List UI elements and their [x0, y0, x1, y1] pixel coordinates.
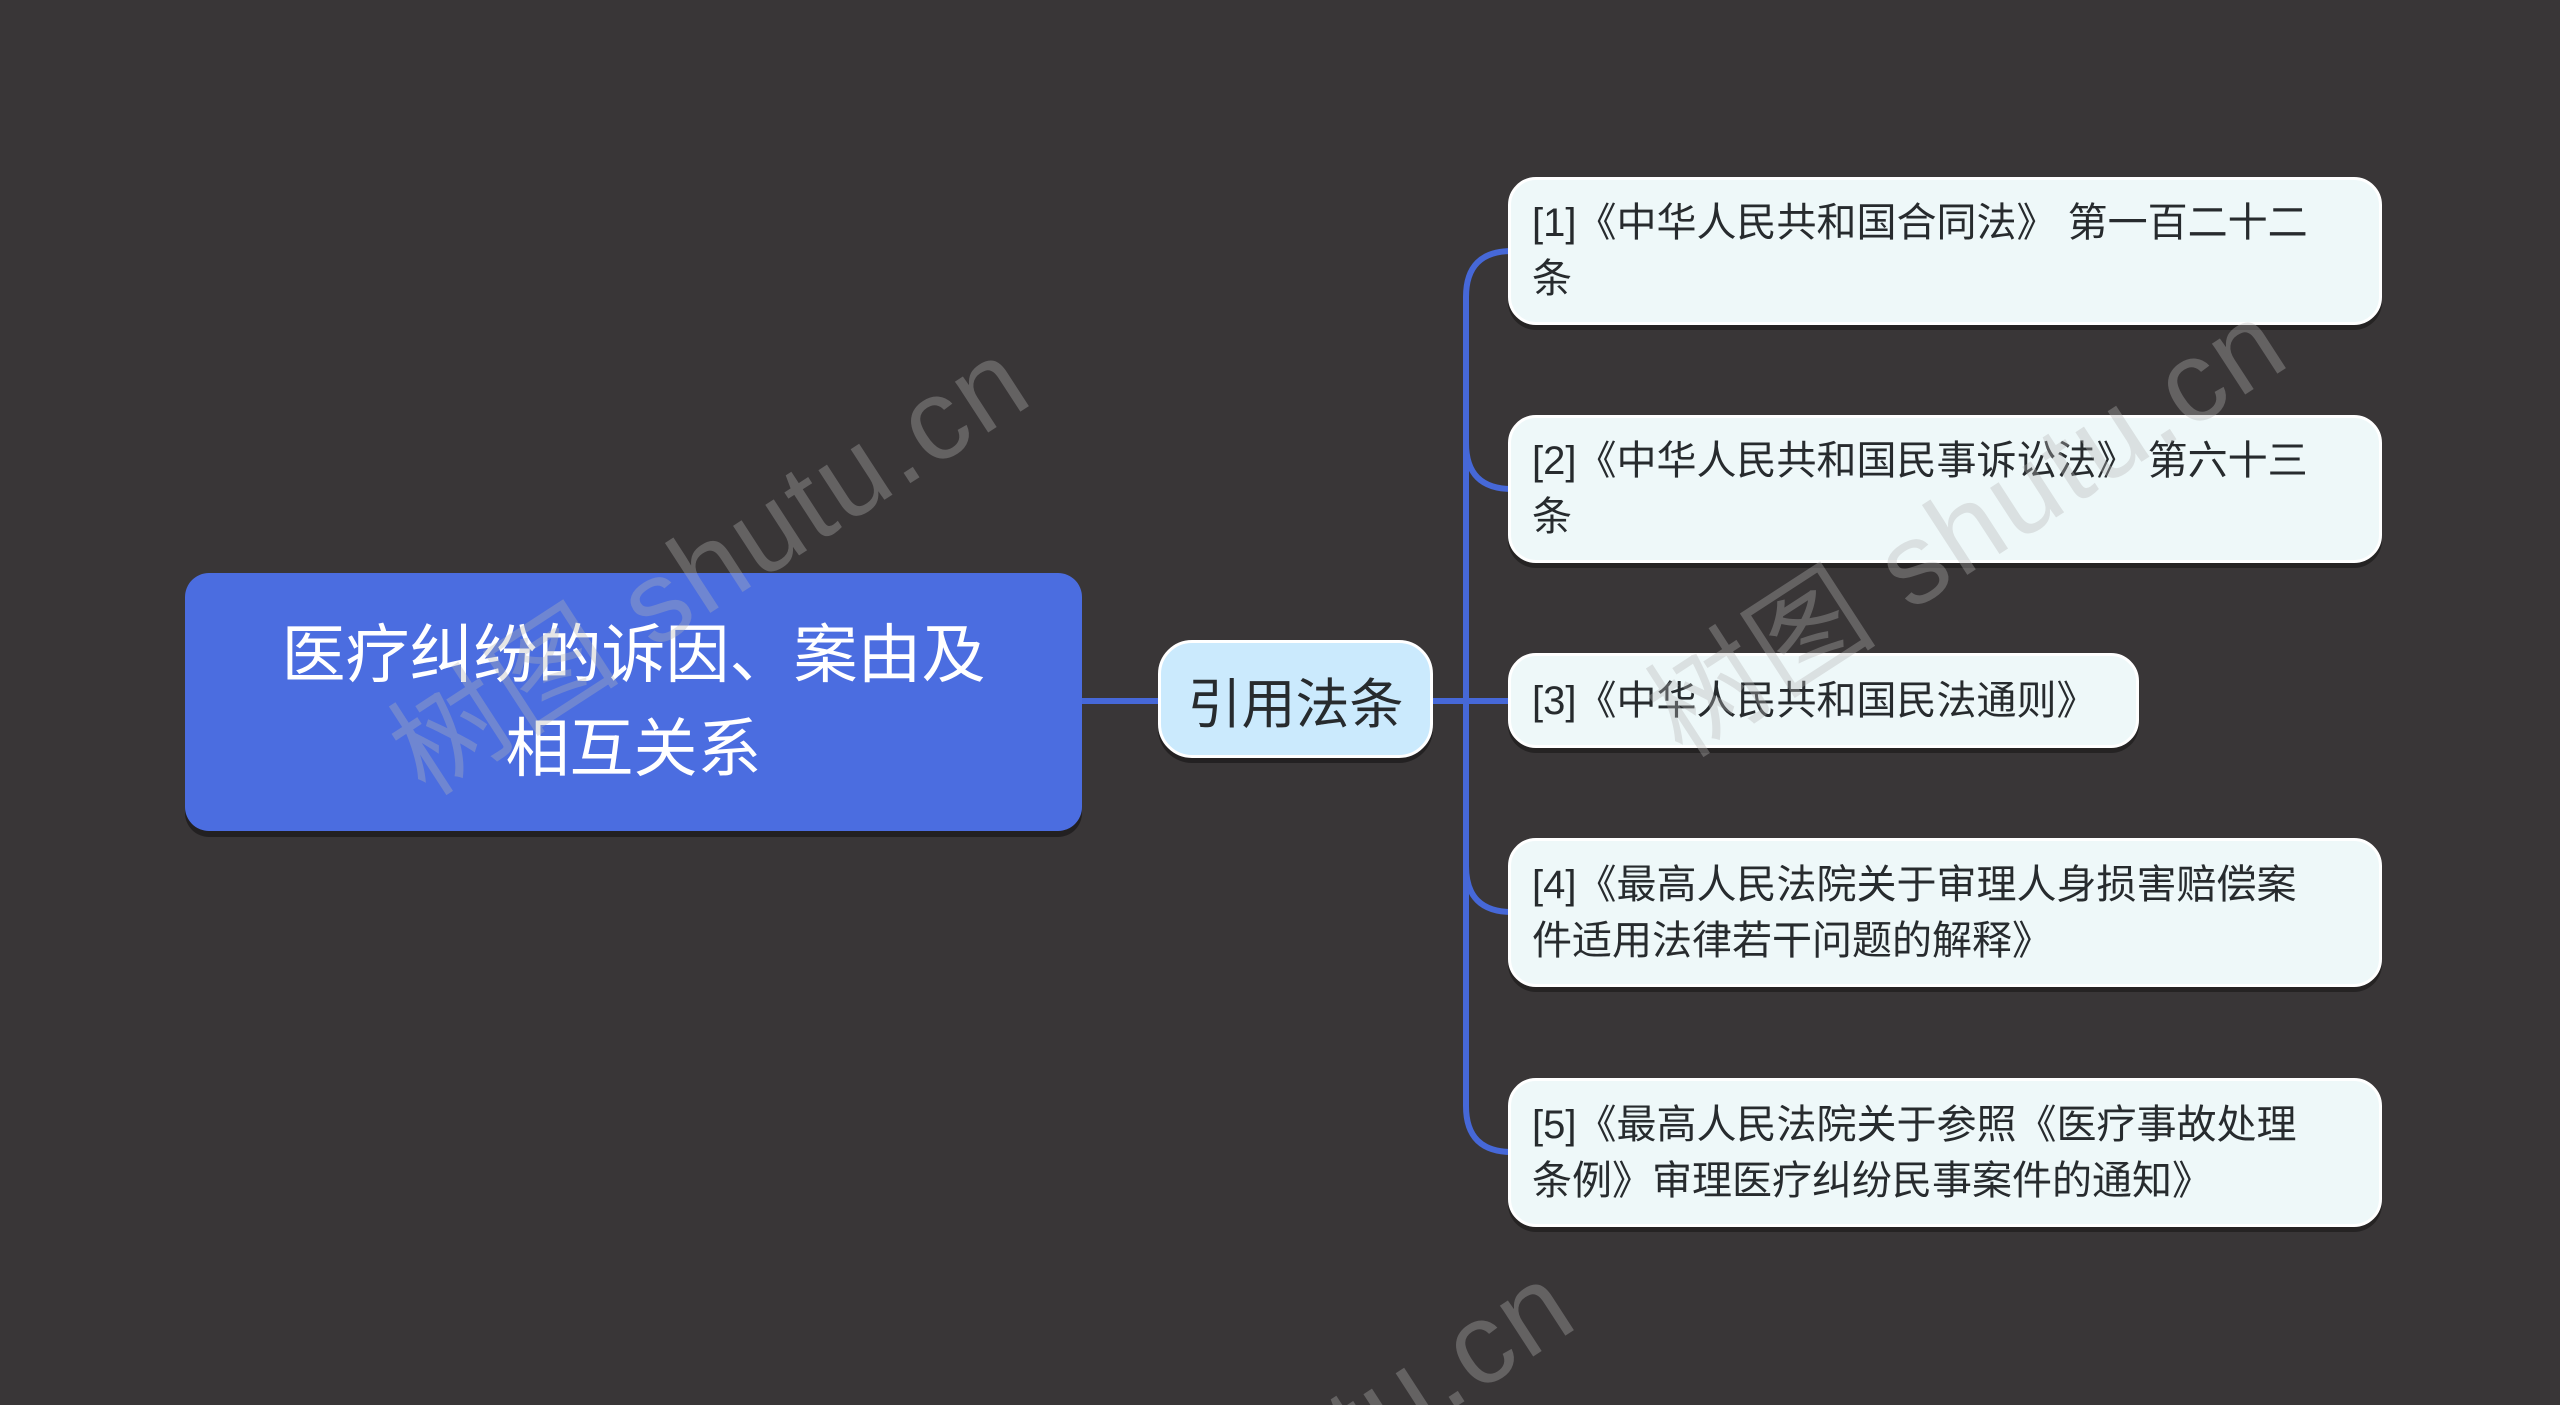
leaf-node-4-line-1: [4]《最高人民法院关于审理人身损害赔偿案: [1532, 862, 2297, 907]
leaf-node-3-line-1: [3]《中华人民共和国民法通则》: [1532, 678, 2097, 723]
leaf-node-2[interactable]: [2]《中华人民共和国民事诉讼法》 第六十三 条: [1508, 415, 2382, 563]
root-node[interactable]: 医疗纠纷的诉因、案由及 相互关系: [185, 573, 1082, 831]
leaf-node-1[interactable]: [1]《中华人民共和国合同法》 第一百二十二 条: [1508, 177, 2382, 325]
leaf-node-2-line-2: 条: [1532, 495, 1572, 539]
branch-node-label: 引用法条: [1187, 674, 1404, 735]
connector-trunk: [1463, 248, 1515, 1155]
leaf-node-3[interactable]: [3]《中华人民共和国民法通则》: [1508, 653, 2139, 748]
root-node-label-line-1: 医疗纠纷的诉因、案由及: [281, 619, 986, 691]
leaf-node-4-line-2: 件适用法律若干问题的解释》: [1532, 918, 2052, 963]
branch-node-cited-laws[interactable]: 引用法条: [1158, 640, 1433, 758]
leaf-node-2-line-1: [2]《中华人民共和国民事诉讼法》 第六十三: [1532, 439, 2308, 483]
leaf-node-1-line-1: [1]《中华人民共和国合同法》 第一百二十二: [1532, 201, 2308, 245]
root-node-label-line-2: 相互关系: [505, 713, 762, 785]
connector-stub-leaf-2: [1463, 440, 1515, 492]
leaf-node-1-line-2: 条: [1532, 257, 1572, 301]
connector-stub-leaf-4: [1463, 863, 1515, 915]
leaf-node-4[interactable]: [4]《最高人民法院关于审理人身损害赔偿案 件适用法律若干问题的解释》: [1508, 838, 2382, 987]
leaf-node-5-line-2: 条例》审理医疗纠纷民事案件的通知》: [1532, 1158, 2212, 1203]
leaf-node-5-line-1: [5]《最高人民法院关于参照《医疗事故处理: [1532, 1102, 2297, 1147]
leaf-node-5[interactable]: [5]《最高人民法院关于参照《医疗事故处理 条例》审理医疗纠纷民事案件的通知》: [1508, 1078, 2382, 1227]
